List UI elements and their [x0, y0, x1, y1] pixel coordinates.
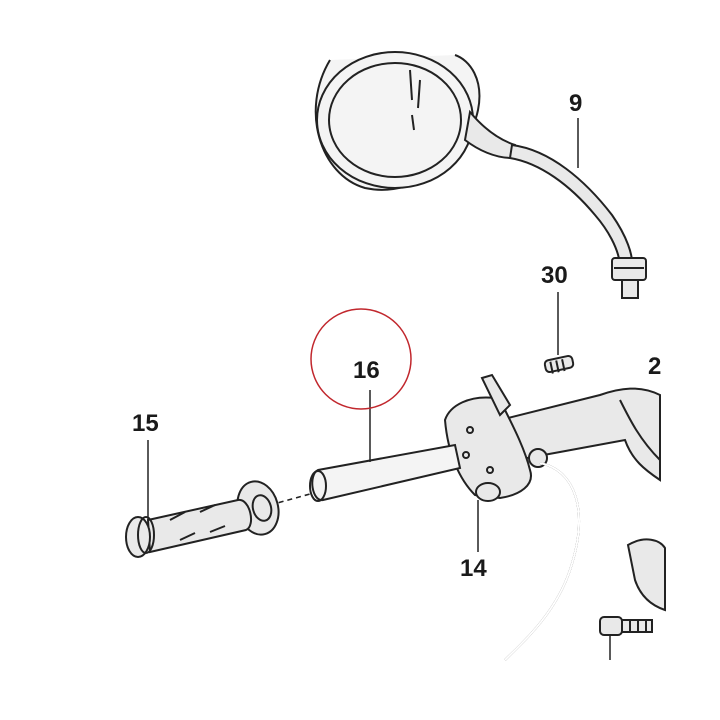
highlight-circle [310, 308, 412, 410]
label-16: 16 [353, 357, 380, 384]
handlebar-tube [309, 443, 462, 502]
centerline [269, 493, 311, 506]
mirror [314, 51, 647, 299]
bolt [599, 616, 653, 660]
cable-inner [504, 462, 580, 661]
label-9: 9 [569, 90, 582, 117]
grip [125, 499, 253, 558]
label-15: 15 [132, 410, 159, 437]
label-14: 14 [460, 555, 487, 582]
handlebar [498, 387, 666, 612]
label-30: 30 [541, 262, 568, 289]
switch-unit [443, 373, 548, 502]
label-2-partial: 2 [648, 353, 661, 380]
set-screw [543, 354, 575, 374]
